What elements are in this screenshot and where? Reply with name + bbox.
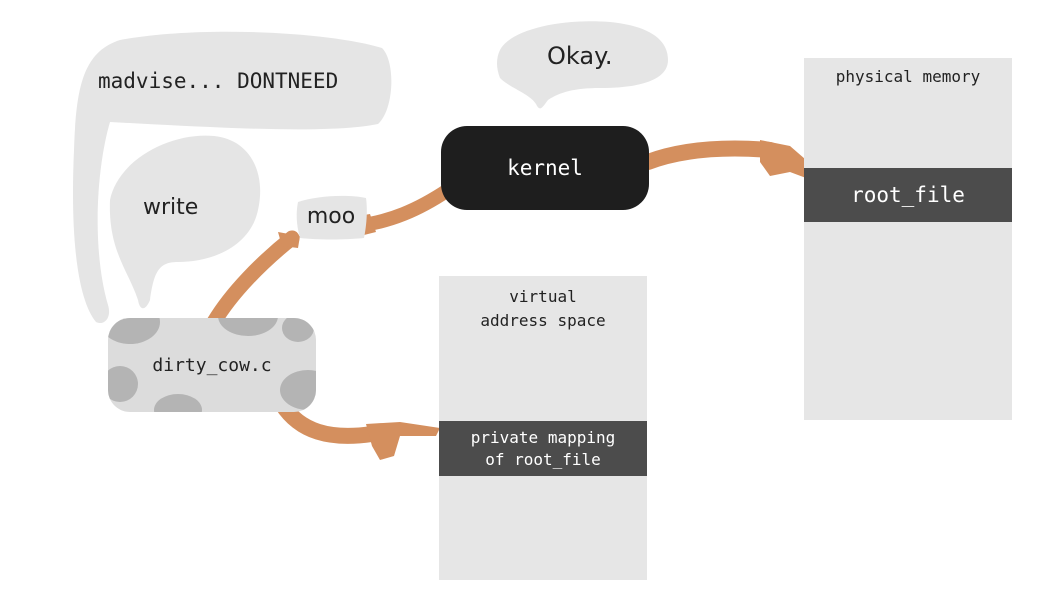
cow-spots <box>108 318 316 412</box>
madvise-speech-text: madvise... DONTNEED <box>98 69 339 93</box>
kernel-node: kernel <box>441 126 649 210</box>
pointing-hand-virtual <box>366 422 440 460</box>
private-mapping-line1: private mapping <box>470 427 616 447</box>
okay-speech-text: Okay. <box>547 42 613 70</box>
private-mapping-band: private mapping of root_file <box>439 421 647 476</box>
program-node: dirty_cow.c <box>108 318 316 412</box>
moo-note-paper <box>296 195 367 240</box>
virtual-title-line2: address space <box>480 311 606 330</box>
physical-root-file-band: root_file <box>804 168 1012 222</box>
physical-memory-title: physical memory <box>835 67 981 86</box>
physical-root-file-label: root_file <box>851 183 965 207</box>
madvise-speech-bubble <box>72 31 392 324</box>
write-speech-bubble <box>109 135 261 309</box>
kernel-label: kernel <box>507 156 583 180</box>
arm-hand-moo <box>278 232 300 248</box>
arm-cow-to-virtual <box>274 396 380 444</box>
physical-memory-column: physical memory root_file <box>804 58 1012 420</box>
virtual-title-line1: virtual <box>509 287 577 306</box>
write-speech-text: write <box>143 195 199 220</box>
okay-speech-bubble <box>497 21 668 109</box>
arm-kernel-to-physical <box>640 140 778 170</box>
moo-note: moo <box>306 203 356 229</box>
program-label: dirty_cow.c <box>152 354 272 376</box>
private-mapping-line2: of root_file <box>485 449 601 469</box>
virtual-address-space-column: virtual address space private mapping of… <box>439 276 647 580</box>
